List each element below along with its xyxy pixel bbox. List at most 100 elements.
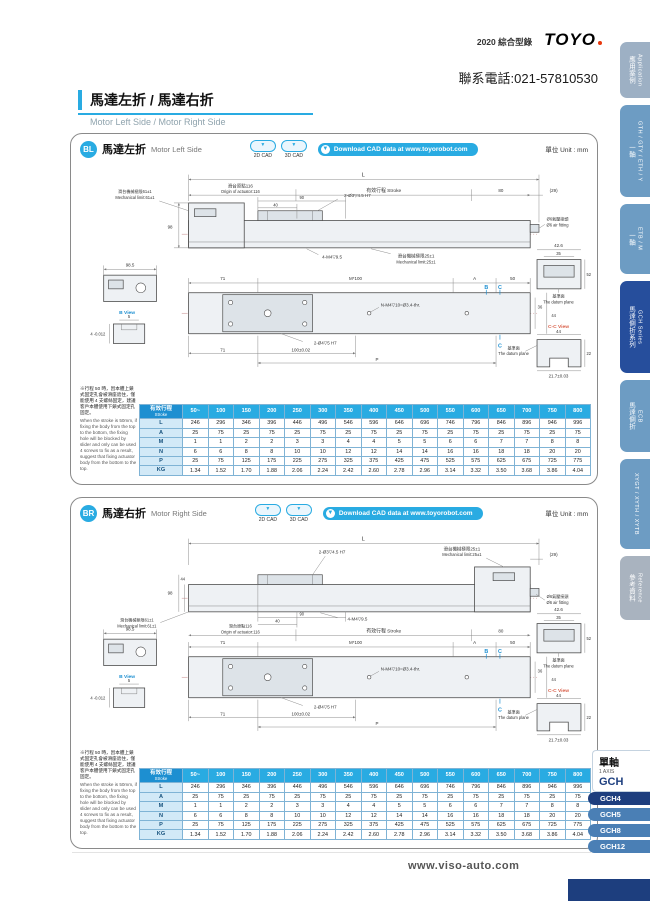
series-tab-gch12[interactable]: GCH12 — [588, 840, 650, 853]
section-mark-c: C — [498, 707, 502, 713]
pin-hole-label: 2-Ø3▽4.5 H7 — [319, 549, 346, 554]
spec-cell: 18 — [513, 810, 540, 822]
cad-2d-badge[interactable]: ▼ 2D CAD — [249, 139, 276, 159]
sidebar-tab-reference[interactable]: 參考資料 Reference — [620, 556, 650, 620]
stroke-label: 有效行程 Stroke — [366, 627, 401, 634]
sidebar-tab-gch-series-active[interactable]: 馬達側折系列 GCH Series — [620, 281, 650, 373]
download-cad-button[interactable]: ▼ Download CAD data at www.toyorobot.com — [322, 506, 483, 520]
spec-cell: 8 — [539, 437, 566, 448]
series-group-box: 單軸 1 AXIS GCH — [592, 750, 650, 792]
dim-label: 90 — [300, 195, 305, 200]
spec-cell: 2.24 — [309, 829, 336, 840]
series-tab-gch5[interactable]: GCH5 — [588, 808, 650, 821]
footer-website: www.viso-auto.com — [408, 860, 520, 872]
mech-limit61-en: Mechanical limit:61±1 — [115, 195, 155, 200]
tab-label-cn: 一軸 — [627, 144, 635, 158]
dim-label: (29) — [550, 188, 558, 193]
spec-cell: 16 — [437, 810, 464, 822]
series-tab-gch4[interactable]: GCH4 — [588, 792, 650, 805]
dim-label: 80 — [498, 628, 503, 633]
cc-view-label: C-C View — [548, 324, 569, 330]
section-mark-c: C — [498, 649, 502, 655]
spec-cell: 25 — [386, 791, 413, 803]
stroke-col-header: 500 — [411, 767, 438, 784]
spec-cell: 75 — [207, 427, 234, 439]
spec-cell: 1 — [207, 801, 234, 812]
row-label: P — [139, 456, 183, 467]
spec-cell: 2.96 — [411, 465, 438, 476]
end-view-left-geometry — [103, 638, 157, 666]
logo-accent-dot — [598, 41, 602, 45]
spec-cell: 3 — [309, 801, 336, 812]
spec-cell: 896 — [513, 418, 540, 429]
cad-3d-badge[interactable]: ▼ 3D CAD — [285, 503, 312, 523]
cad-3d-badge[interactable]: ▼ 3D CAD — [280, 139, 307, 159]
dim-label: 44 — [551, 313, 556, 318]
dim-label: 44 — [551, 677, 556, 682]
spec-cell: 14 — [386, 810, 413, 822]
contact-phone: 聯系電話:021-57810530 — [458, 71, 598, 86]
tapped-holes-label: N-M4▽10=Ø3.4-thr. — [381, 666, 420, 671]
dim-label: 35 — [556, 251, 561, 256]
series-tab-gch8[interactable]: GCH8 — [588, 824, 650, 837]
spec-cell: 896 — [513, 782, 540, 793]
dim-label: 36 — [538, 304, 543, 309]
spec-cell: 625 — [488, 456, 515, 467]
spec-cell: 75 — [462, 427, 489, 439]
spec-cell: 20 — [564, 810, 591, 822]
series-tab-list: GCH4 GCH5 GCH8 GCH12 — [588, 792, 650, 853]
spec-cell: 546 — [335, 782, 362, 793]
datum-plane-en: The datum plane — [543, 663, 574, 668]
dim-label: 98.5 — [126, 626, 135, 631]
cad-2d-badge[interactable]: ▼ 2D CAD — [254, 503, 281, 523]
spec-cell: 3 — [309, 437, 336, 448]
spec-cell: 3.86 — [539, 465, 566, 476]
sidebar-tab-etb-m[interactable]: 一軸 ETB / M — [620, 204, 650, 274]
sidebar-tab-xygt-xyth-xytb[interactable]: XYGT / XYTH / XYTB — [620, 459, 650, 549]
download-cad-button[interactable]: ▼ Download CAD data at www.toyorobot.com — [317, 142, 478, 156]
spec-cell: 175 — [258, 820, 285, 831]
dimension-annotations: L 2-Ø3▽4.5 H7 滑台機械極限25±1 Mechanical limi… — [90, 537, 591, 743]
spec-cell: 4 — [335, 801, 362, 812]
row-label: M — [139, 801, 183, 812]
spec-cell: 75 — [360, 791, 387, 803]
spec-cell: 425 — [386, 820, 413, 831]
spec-cell: 75 — [411, 427, 438, 439]
dim-label: P — [375, 357, 378, 362]
sidebar-tab-gth-gty-eth-y[interactable]: 一軸 GTH / GTY / ETH / Y — [620, 105, 650, 197]
tab-label-en: ECB — [636, 409, 643, 423]
spec-cell: 75 — [360, 427, 387, 439]
series-group-cn: 單軸 — [599, 758, 619, 769]
mech-limit25-cn: 滑台機械極限25±1 — [444, 545, 481, 552]
plan-view-geometry — [181, 656, 538, 699]
sidebar-tab-application[interactable]: 應用案例 Application — [620, 42, 650, 98]
spec-cell: 296 — [207, 782, 234, 793]
dim-label: 4 -0.012 — [90, 332, 106, 337]
panel-header: BL 馬達左折 Motor Left Side ▼ 2D CAD ▼ 3D CA… — [80, 139, 588, 159]
spec-cell: 75 — [564, 427, 591, 439]
stroke-col-header: 150 — [233, 403, 260, 420]
spec-cell: 1 — [207, 437, 234, 448]
sidebar-tab-ecb[interactable]: 馬達側折 ECB — [620, 380, 650, 452]
spec-cell: 996 — [564, 782, 591, 793]
spec-cell: 3.50 — [488, 829, 515, 840]
download-icon: ▼ — [325, 508, 335, 518]
dim-label: 42.6 — [554, 607, 563, 612]
spec-cell: 225 — [284, 456, 311, 467]
dim-label: M*100 — [349, 640, 362, 645]
stroke-col-header: 100 — [207, 403, 234, 420]
dim-label: 98.5 — [126, 262, 135, 267]
spec-cell: 275 — [309, 456, 336, 467]
note-en: When the stroke is 50mm, if fixing the b… — [80, 781, 137, 835]
spec-cell: 325 — [335, 456, 362, 467]
tab-label-cn: 應用案例 — [627, 56, 635, 84]
stroke-col-header: 800 — [564, 403, 591, 420]
